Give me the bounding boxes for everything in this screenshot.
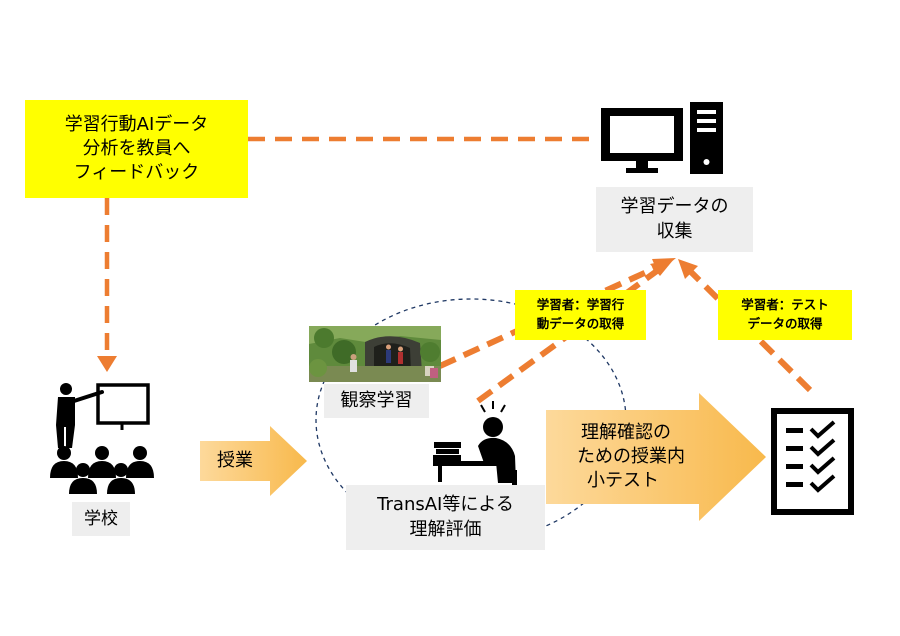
quiz-arrow-label: 理解確認の ための授業内 小テスト [555, 414, 695, 500]
observation-label: 観察学習 [324, 384, 429, 418]
feedback-line-3: フィードバック [73, 162, 200, 184]
quiz-line-2: ための授業内 [577, 445, 685, 467]
behavior-tag-line-2: 動データの取得 [536, 316, 625, 331]
feedback-box: 学習行動AIデータ 分析を教員へ フィードバック [25, 100, 248, 198]
test-data-tag: 学習者：テスト データの取得 [718, 290, 852, 340]
feedback-line-1: 学習行動AIデータ [64, 113, 209, 135]
collection-line-1: 学習データの [620, 196, 729, 218]
test-tag-line-2: データの取得 [747, 316, 823, 331]
behavior-data-arrow-upper [438, 262, 664, 369]
quiz-line-1: 理解確認の [581, 421, 671, 443]
lesson-arrow-label: 授業 [203, 443, 267, 479]
transai-line-1: TransAI等による [377, 494, 514, 516]
lesson-text: 授業 [217, 449, 253, 471]
behavior-tag-line-1: 学習者：学習行 [536, 297, 625, 313]
quiz-fat-arrow [546, 393, 766, 521]
test-data-arrowhead [678, 259, 698, 279]
quiz-line-3: 小テスト [587, 470, 659, 492]
behavior-data-tag: 学習者：学習行 動データの取得 [515, 290, 646, 340]
school-text: 学校 [84, 508, 118, 529]
behavior-data-arrowhead-lower [650, 259, 674, 276]
feedback-line-2: 分析を教員へ [82, 137, 191, 159]
school-label: 学校 [72, 502, 130, 536]
test-tag-line-1: 学習者：テスト [741, 297, 829, 313]
lesson-fat-arrow [200, 426, 307, 496]
teacher-class-icon [50, 383, 154, 494]
transai-line-2: 理解評価 [409, 518, 482, 540]
transai-box: TransAI等による 理解評価 [346, 485, 545, 550]
computer-icon [601, 102, 723, 174]
observation-text: 観察学習 [340, 389, 413, 411]
collection-box: 学習データの 収集 [596, 187, 753, 252]
observation-photo [309, 326, 441, 382]
collection-line-2: 収集 [656, 220, 693, 242]
student-desk-icon [433, 401, 517, 488]
feedback-to-school-arrowhead [97, 356, 117, 372]
checklist-icon [771, 408, 854, 515]
